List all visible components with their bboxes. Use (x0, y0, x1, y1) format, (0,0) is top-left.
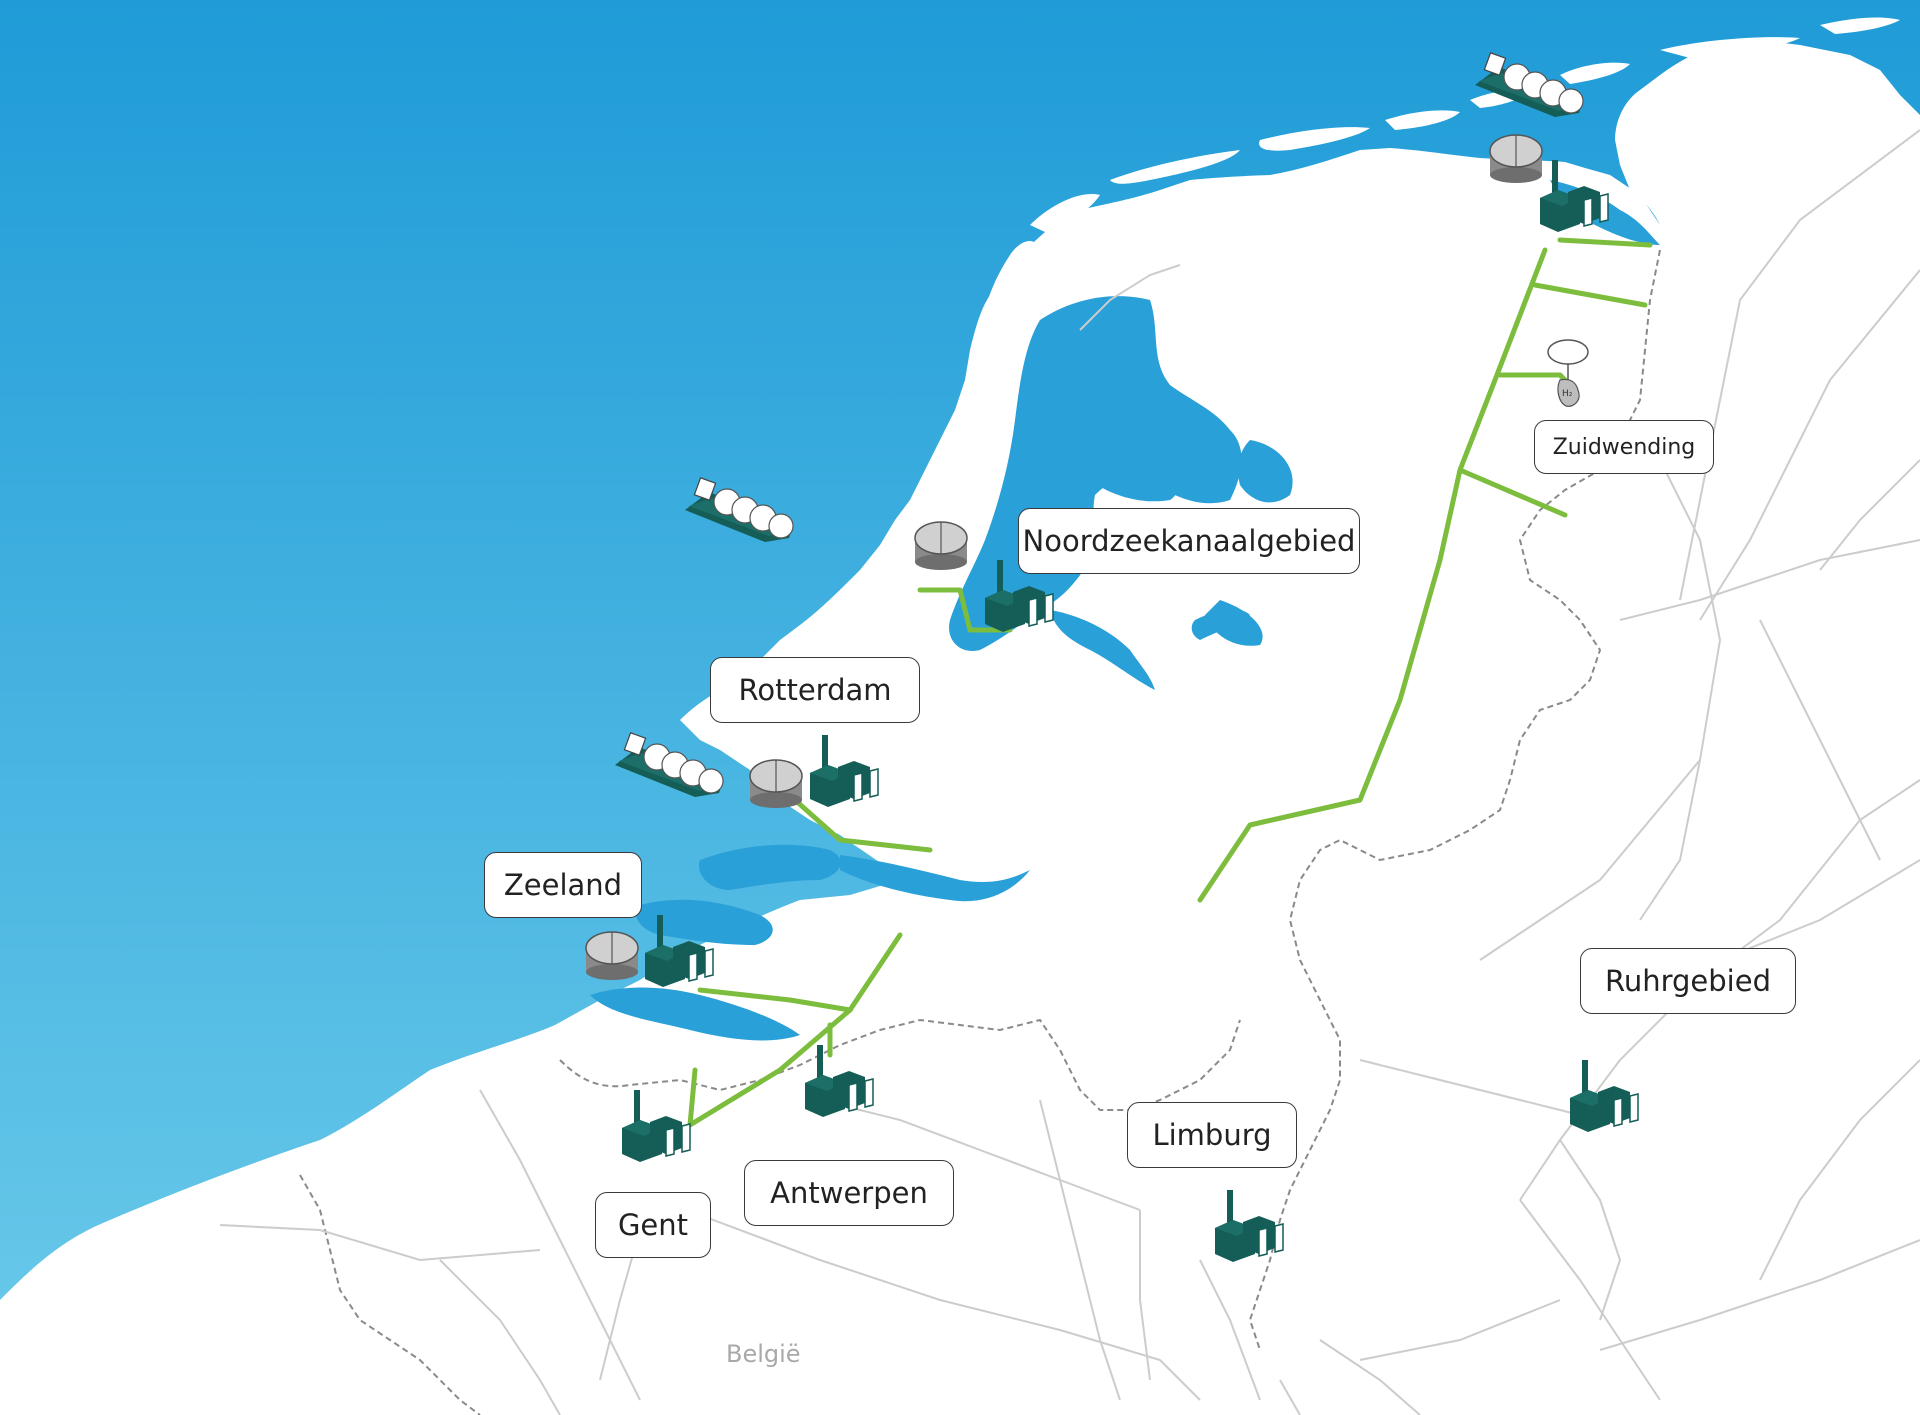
svg-text:H₂: H₂ (1562, 389, 1573, 399)
label-noordzeekanaalgebied: Noordzeekanaalgebied (1018, 508, 1360, 574)
storage-tank-icon (585, 931, 639, 981)
storage-tank-icon (914, 521, 968, 571)
noordzeekanaal-water (1050, 610, 1155, 690)
island-borkum (1560, 62, 1630, 84)
amsterdam-water (1191, 609, 1250, 640)
border-be-fr (299, 1174, 481, 1415)
island-juist (1660, 37, 1800, 58)
storage-tank-icon (749, 759, 803, 809)
country-label-belgium: België (726, 1340, 801, 1368)
flevoland-water (1238, 440, 1293, 503)
label-antwerpen: Antwerpen (744, 1160, 954, 1226)
label-gent: Gent (595, 1192, 711, 1258)
nieuwe-waterweg (840, 855, 1030, 902)
island-ameland (1259, 127, 1370, 151)
westerschelde (590, 987, 800, 1041)
oosterschelde (636, 899, 773, 945)
border-nl-de (1248, 249, 1661, 1351)
label-ruhrgebied: Ruhrgebied (1580, 948, 1796, 1014)
markermeer (1071, 416, 1184, 502)
storage-tank-icon (1489, 134, 1543, 184)
hydrogen-cavern-icon: H₂ (1547, 339, 1589, 407)
land-mass (0, 40, 1920, 1415)
island-vlieland (1030, 194, 1100, 232)
label-rotterdam: Rotterdam (710, 657, 920, 723)
label-limburg: Limburg (1127, 1102, 1297, 1168)
label-zuidwending: Zuidwending (1534, 420, 1714, 474)
island-schiermonnikoog (1385, 110, 1460, 130)
island-norderney (1820, 17, 1900, 34)
island-texel (984, 240, 1041, 337)
island-terschelling (1110, 150, 1240, 184)
haringvliet (699, 844, 841, 890)
hydrogen-pipelines (687, 237, 1653, 1128)
label-zeeland: Zeeland (484, 852, 642, 918)
